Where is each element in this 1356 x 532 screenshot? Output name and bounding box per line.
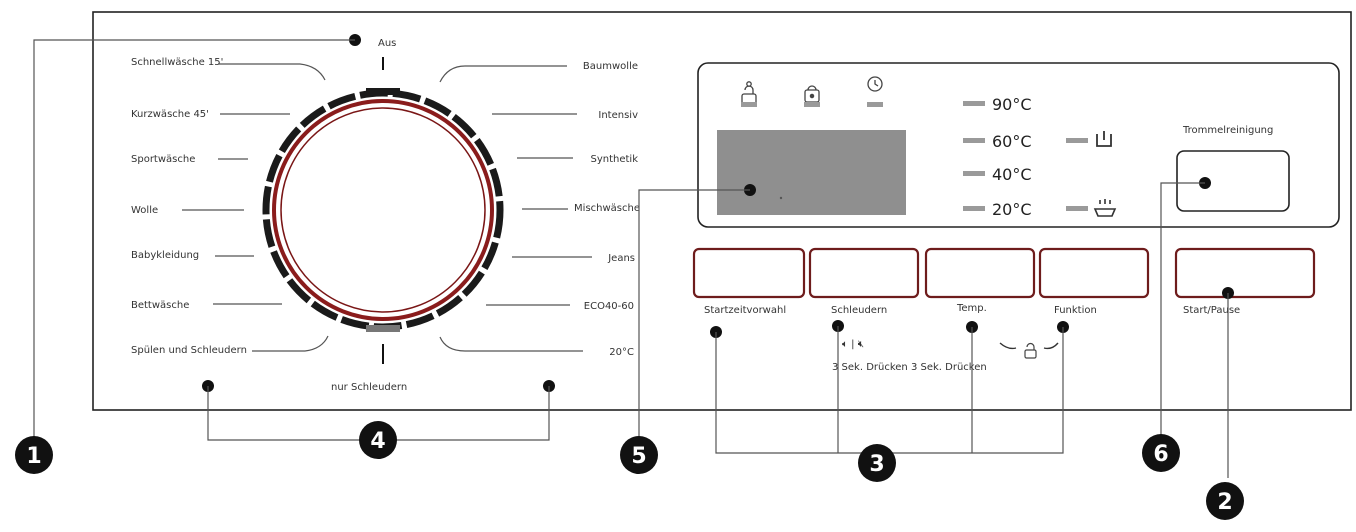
callout-6-leader: [1160, 182, 1205, 438]
callout-number-2: 2: [1217, 490, 1232, 515]
temp-led-20: [963, 206, 985, 211]
dial-label-nur-schleudern: nur Schleudern: [331, 382, 407, 393]
temp-led-90: [963, 101, 985, 106]
dial-label-aus: Aus: [378, 38, 396, 49]
clock-icon: [867, 76, 883, 92]
callout-number-4: 4: [370, 429, 385, 454]
dial-bottom-marker: [366, 325, 400, 332]
indicator-led-child-lock: [741, 102, 757, 107]
callout-number-6: 6: [1153, 442, 1168, 467]
temp-label-60: 60°C: [992, 132, 1032, 151]
drum-clean-label: Trommelreinigung: [1182, 125, 1273, 136]
combo-arc-left: [999, 342, 1017, 350]
program-right-7: 20°C: [609, 347, 634, 358]
callout-number-1: 1: [26, 444, 41, 469]
temp-label-90: 90°C: [992, 95, 1032, 114]
combo-arc-right: [1043, 342, 1059, 350]
display-panel: [697, 62, 1340, 228]
start-pause-button[interactable]: [1174, 247, 1316, 299]
indicator-led-door-lock: [804, 102, 820, 107]
program-left-1: Schnellwäsche 15': [131, 57, 223, 68]
drum-clean-button[interactable]: [1176, 150, 1290, 212]
program-right-6: ECO40-60: [584, 301, 634, 312]
program-right-2: Intensiv: [598, 110, 638, 121]
leader-right-1: [439, 65, 567, 83]
callout-number-5: 5: [631, 444, 646, 469]
dial-outer-segments: [262, 89, 504, 331]
function-button[interactable]: [1038, 247, 1150, 299]
spin-button[interactable]: [808, 247, 920, 299]
child-lock-combo-icon: [1024, 342, 1037, 359]
leader-left-7: [252, 335, 329, 352]
program-dial[interactable]: [262, 88, 504, 332]
program-right-3: Synthetik: [590, 154, 638, 165]
program-left-6: Bettwäsche: [131, 300, 189, 311]
panel-outline: [92, 11, 1352, 411]
program-left-5: Babykleidung: [131, 250, 199, 261]
press-hint: 3 Sek. Drücken 3 Sek. Drücken: [832, 362, 987, 373]
start-delay-button[interactable]: [692, 247, 806, 299]
callout-3-leader: [715, 327, 1064, 454]
program-left-2: Kurzwäsche 45': [131, 109, 209, 120]
callout-badge-3: [858, 444, 896, 482]
callout-badge-1: [15, 436, 53, 474]
callout-5-leader: [638, 189, 750, 438]
start-pause-label: Start/Pause: [1183, 305, 1240, 316]
callout-badge-2: [1206, 482, 1244, 520]
indicator-led-delay: [867, 102, 883, 107]
function-label: Funktion: [1054, 305, 1097, 316]
function-led-prewash: [1066, 138, 1088, 143]
start-delay-label: Startzeitvorwahl: [704, 305, 786, 316]
sound-toggle-hint: 🔈︎ | 🔇︎: [842, 339, 864, 350]
program-right-4: Mischwäsche: [574, 203, 640, 214]
callout-badge-4: [359, 421, 397, 459]
program-right-1: Baumwolle: [583, 61, 638, 72]
display-dot: [779, 196, 783, 200]
spin-label: Schleudern: [831, 305, 887, 316]
dial-red-ring: [272, 99, 494, 321]
rinse-basin-icon: [1093, 199, 1117, 217]
temp-led-60: [963, 138, 985, 143]
digital-display: [717, 130, 906, 215]
dial-inner-ring: [280, 107, 486, 313]
temp-label-20: 20°C: [992, 200, 1032, 219]
function-led-extra-rinse: [1066, 206, 1088, 211]
callout-number-3: 3: [869, 452, 884, 477]
door-lock-icon: [804, 85, 820, 103]
leader-right-7: [439, 336, 583, 352]
program-right-5: Jeans: [607, 253, 635, 264]
temp-label: Temp.: [956, 303, 987, 314]
tub-icon: [1096, 134, 1112, 147]
temp-led-40: [963, 171, 985, 176]
temp-button[interactable]: [924, 247, 1036, 299]
dial-top-marker: [366, 88, 400, 95]
program-left-7: Spülen und Schleudern: [131, 345, 247, 356]
callout-badge-5: [620, 436, 658, 474]
child-lock-icon: [741, 81, 757, 105]
program-left-3: Sportwäsche: [131, 154, 195, 165]
callout-1-leader: [33, 39, 355, 438]
temp-label-40: 40°C: [992, 165, 1032, 184]
program-left-4: Wolle: [131, 205, 158, 216]
leader-left-1: [218, 63, 326, 81]
callout-badge-6: [1142, 434, 1180, 472]
